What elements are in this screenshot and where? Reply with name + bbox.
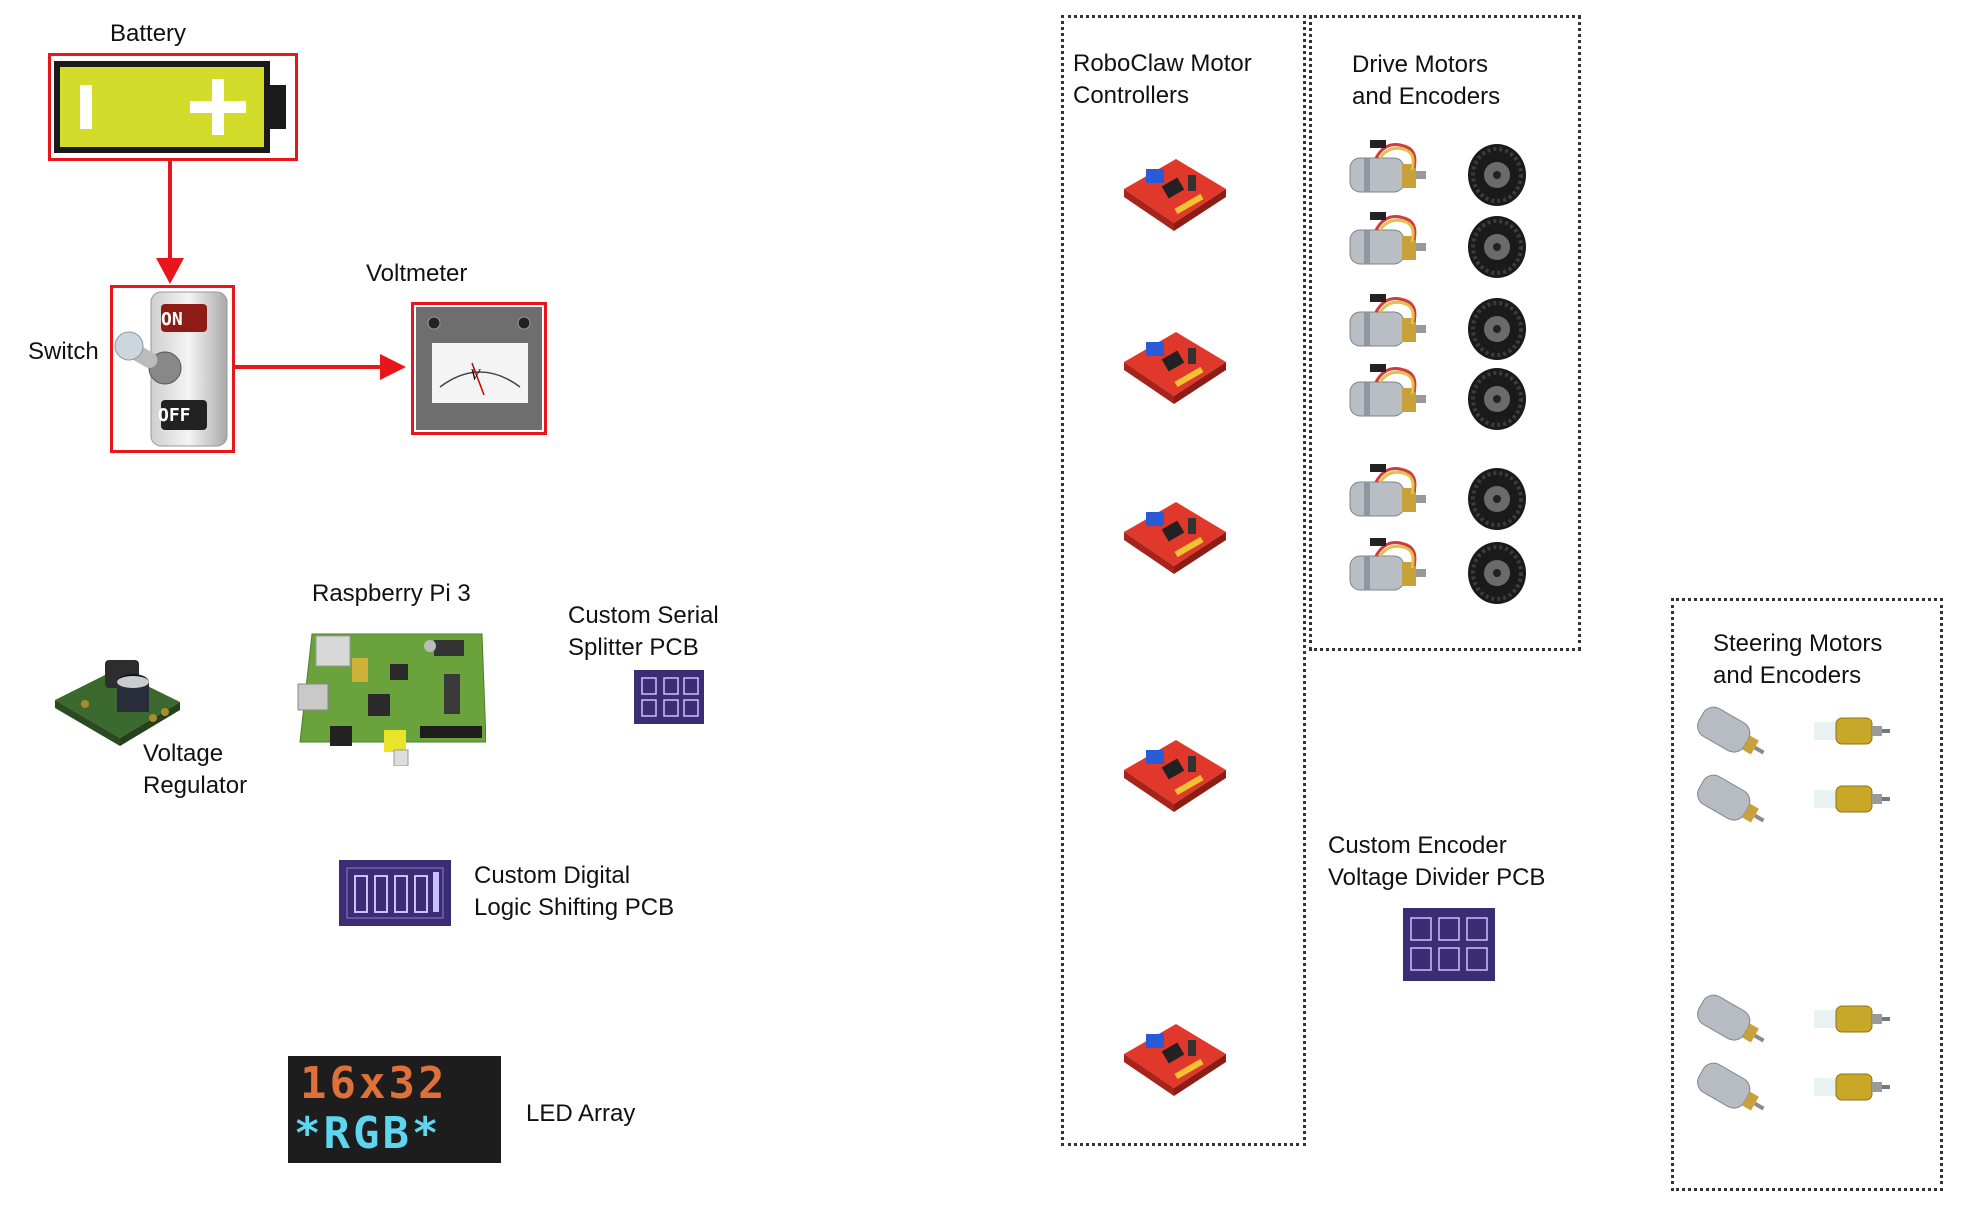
drive-wheel-icon-2 [1466, 214, 1528, 280]
steering-encoder-icon-4 [1810, 1062, 1892, 1116]
roboclaw-board-4 [1118, 726, 1230, 826]
roboclaw-board-1 [1118, 145, 1230, 245]
switch-off-text: OFF [158, 405, 191, 426]
drive-motor-icon-2 [1346, 212, 1436, 282]
switch-label: Switch [28, 338, 99, 365]
roboclaw-group-box [1061, 15, 1306, 1146]
drive-wheel-icon-3 [1466, 296, 1528, 362]
toggle-switch-icon [113, 288, 232, 450]
voltmeter-icon [414, 305, 544, 432]
steering-encoder-icon-3 [1810, 994, 1892, 1048]
steering-motor-icon-1 [1690, 702, 1772, 768]
drive-motors-label-1: Drive Motors [1352, 51, 1489, 78]
logic-shifting-pcb-icon [339, 860, 451, 926]
steering-motor-icon-2 [1690, 770, 1772, 836]
roboclaw-label-2: Controllers [1073, 82, 1190, 109]
voltage-regulator-label-2: Regulator [143, 772, 248, 799]
drive-wheel-icon-1 [1466, 142, 1528, 208]
switch-to-voltmeter-arrow [234, 354, 406, 380]
serial-splitter-pcb-icon [634, 670, 704, 724]
steering-encoder-icon-1 [1810, 706, 1892, 760]
led-array-text-line1: 16x32 [300, 1058, 448, 1109]
logic-shifting-label-1: Custom Digital [474, 862, 631, 889]
steering-motors-label-1: Steering Motors [1713, 630, 1883, 657]
voltage-regulator-icon [45, 640, 185, 750]
drive-motors-label-2: and Encoders [1352, 83, 1501, 110]
drive-wheel-icon-5 [1466, 466, 1528, 532]
drive-motor-icon-6 [1346, 538, 1436, 608]
steering-motors-label-2: and Encoders [1713, 662, 1862, 689]
drive-motors-group-box [1309, 15, 1581, 651]
switch-on-text: ON [161, 309, 183, 330]
voltmeter-label: Voltmeter [366, 260, 468, 287]
drive-motor-icon-4 [1346, 364, 1436, 434]
drive-motor-icon-3 [1346, 294, 1436, 364]
steering-motor-icon-3 [1690, 990, 1772, 1056]
encoder-divider-label-1: Custom Encoder [1328, 832, 1507, 859]
led-array-panel [288, 1056, 501, 1163]
raspberry-pi-label: Raspberry Pi 3 [312, 580, 471, 607]
switch-box [110, 285, 235, 453]
roboclaw-board-2 [1118, 318, 1230, 418]
steering-encoder-icon-2 [1810, 774, 1892, 828]
roboclaw-board-5 [1118, 1010, 1230, 1110]
drive-motor-icon-5 [1346, 464, 1436, 534]
drive-wheel-icon-6 [1466, 540, 1528, 606]
drive-motor-icon-1 [1346, 140, 1436, 210]
battery-label: Battery [110, 20, 187, 47]
serial-splitter-label-1: Custom Serial [568, 602, 719, 629]
roboclaw-board-3 [1118, 488, 1230, 588]
battery-to-switch-arrow [156, 160, 184, 284]
raspberry-pi-board-icon [294, 630, 486, 766]
steering-motor-icon-4 [1690, 1058, 1772, 1124]
drive-wheel-icon-4 [1466, 366, 1528, 432]
serial-splitter-label-2: Splitter PCB [568, 634, 699, 661]
encoder-divider-pcb-icon [1403, 908, 1495, 981]
voltage-regulator-label-1: Voltage [143, 740, 224, 767]
logic-shifting-label-2: Logic Shifting PCB [474, 894, 675, 921]
voltmeter-box [411, 302, 547, 435]
voltmeter-unit-text: V [470, 367, 480, 384]
battery-icon [50, 55, 296, 159]
steering-motors-group-box [1671, 598, 1943, 1191]
led-array-text-line2: *RGB* [294, 1108, 442, 1159]
battery-box [48, 53, 298, 161]
led-array-label: LED Array [526, 1100, 636, 1127]
encoder-divider-label-2: Voltage Divider PCB [1328, 864, 1546, 891]
roboclaw-label-1: RoboClaw Motor [1073, 50, 1252, 77]
